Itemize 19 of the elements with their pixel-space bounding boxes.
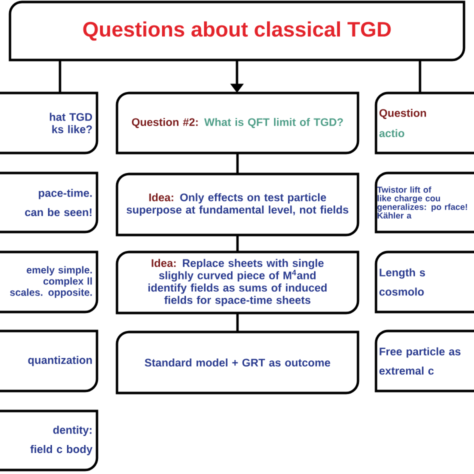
connector (236, 153, 239, 174)
text-box: Free particle as extremal c (374, 330, 474, 392)
text-box: Twistor lift of like charge cou generalizes: po rface! Kähler a (374, 172, 474, 234)
question-box: hat TGD ks like? (0, 92, 98, 154)
connector (58, 60, 62, 93)
text-box: quantization (0, 330, 98, 392)
text-box: Standard model + GRT as outcome (116, 330, 360, 394)
connector (236, 235, 239, 252)
text-box: pace-time. can be seen! (0, 172, 98, 234)
question-box: Question actio (374, 92, 474, 154)
connector (418, 60, 422, 93)
title-box: Questions about classical TGD (8, 0, 466, 62)
idea-box: Idea: Replace sheets with single slighly curved piece of M$^{4}$and identify fields as sums of induced fields for space-time sheets (116, 250, 360, 314)
text-box: dentity: field c body (0, 410, 98, 472)
connector (236, 313, 239, 332)
question-box: Question #2: What is QFT limit of TGD? (116, 92, 360, 154)
text-box: Length s cosmolo (374, 250, 474, 314)
idea-box: Idea: Only effects on test particle superpose at fundamental level, not fields (116, 172, 360, 236)
text-box: emely simple. complex ll scales. opposite. (0, 250, 98, 314)
